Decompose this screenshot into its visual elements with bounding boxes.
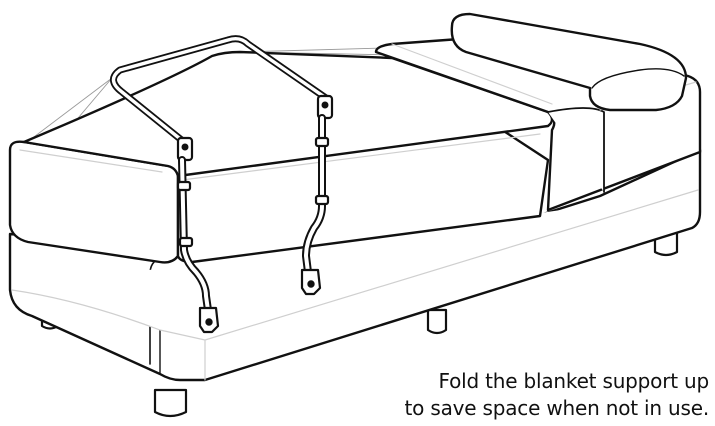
bed-base (8, 148, 702, 382)
blanket-support-frame (110, 35, 334, 334)
leg-front-center (426, 308, 448, 335)
leg-front-right (153, 388, 188, 418)
head-section (374, 12, 702, 212)
caption-line-1: Fold the blanket support up (438, 369, 710, 393)
mattress-top (22, 50, 554, 178)
bed-legs (40, 228, 679, 418)
pillow (450, 12, 688, 112)
instruction-caption: Fold the blanket support up to save spac… (289, 368, 710, 422)
mattress (8, 50, 554, 264)
caption-line-2: to save space when not in use. (404, 396, 710, 420)
